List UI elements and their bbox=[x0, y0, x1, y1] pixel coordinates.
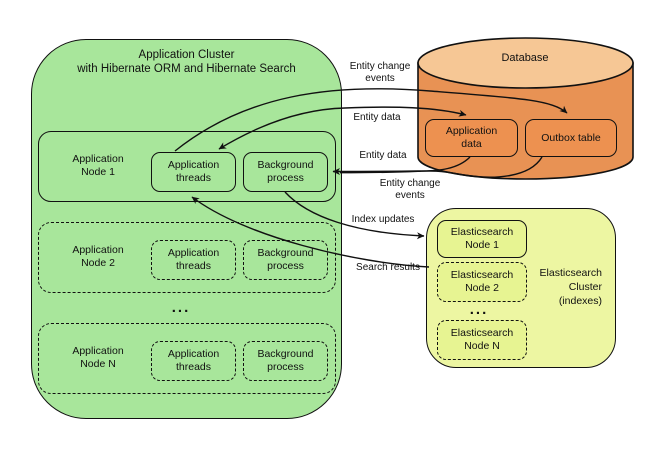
elasticsearch-node-2: Elasticsearch Node 2 bbox=[437, 262, 527, 302]
application-threads-box-noden: Application threads bbox=[151, 341, 236, 381]
label-entity-data-read: Entity data bbox=[359, 150, 407, 161]
application-nodes-ellipsis: ... bbox=[171, 299, 191, 316]
elasticsearch-node-n: Elasticsearch Node N bbox=[437, 320, 527, 360]
elasticsearch-node-1: Elasticsearch Node 1 bbox=[437, 220, 527, 258]
label-entity-change-events-write: Entity change events bbox=[349, 61, 411, 84]
application-node-n-label: Application Node N bbox=[72, 345, 124, 370]
label-entity-change-events-read: Entity change events bbox=[379, 178, 441, 201]
label-entity-data-readwrite: Entity data bbox=[353, 112, 401, 123]
application-node-1-label: Application Node 1 bbox=[72, 153, 124, 178]
application-cluster-title: Application Cluster with Hibernate ORM a… bbox=[77, 49, 296, 75]
elasticsearch-nodes-ellipsis: ... bbox=[469, 301, 489, 318]
application-node-2-label: Application Node 2 bbox=[72, 244, 124, 269]
label-index-updates: Index updates bbox=[351, 214, 415, 225]
application-threads-box-node1: Application threads bbox=[151, 152, 236, 192]
label-search-results: Search results bbox=[356, 262, 420, 273]
elasticsearch-cluster-label: Elasticsearch Cluster (indexes) bbox=[539, 267, 602, 307]
background-process-box-node1: Background process bbox=[243, 152, 328, 192]
application-node-n bbox=[38, 323, 336, 394]
background-process-box-noden: Background process bbox=[243, 341, 328, 381]
